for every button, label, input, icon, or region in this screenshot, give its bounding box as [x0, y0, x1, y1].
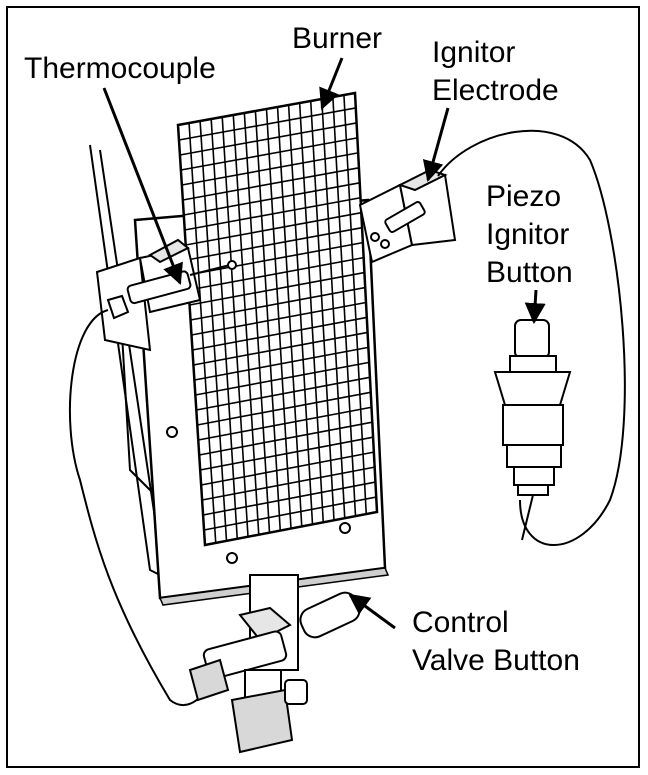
grid-line [193, 331, 368, 366]
grid-line [195, 361, 370, 396]
ignitor-electrode-label-line1: Ignitor [432, 36, 516, 69]
grid-line [190, 286, 366, 321]
grid-line [179, 122, 357, 156]
grid-line [196, 376, 371, 411]
grid-line [186, 226, 363, 261]
piezo-label-line1: Piezo [486, 180, 562, 213]
grid-line [187, 241, 364, 276]
grid-line [201, 466, 375, 501]
grid-line [191, 301, 367, 336]
grid-line [181, 152, 359, 186]
control-valve-assembly [188, 574, 361, 754]
control-valve-label-line1: Control [412, 606, 509, 639]
burner-label: Burner [292, 22, 383, 55]
thermocouple-assembly [68, 238, 237, 706]
burner-screen [176, 91, 379, 547]
grid-line [183, 181, 360, 216]
grid-line [198, 406, 372, 441]
grid-line [197, 391, 371, 426]
grid-line [184, 196, 361, 231]
grid-line [178, 107, 356, 141]
ignitor-electrode-label-line2: Electrode [432, 74, 559, 107]
leader-arrows [102, 57, 546, 630]
piezo-ignitor-button [493, 319, 572, 541]
grid-line [202, 481, 376, 516]
grid-line [200, 451, 375, 486]
grid-line [180, 137, 358, 171]
piezo-label-line2: Ignitor [486, 218, 570, 251]
grid-line [200, 436, 374, 471]
control-valve-label-line2: Valve Button [412, 644, 580, 677]
grid-line [194, 346, 369, 381]
grid-line [203, 496, 377, 531]
grid-line [185, 211, 362, 246]
grid-line [182, 167, 360, 201]
grid-line [192, 316, 367, 351]
grid-line [188, 256, 364, 291]
grid-line [199, 421, 373, 456]
thermocouple-label: Thermocouple [24, 52, 216, 85]
grid-line [189, 271, 365, 306]
piezo-label-line3: Button [486, 256, 573, 289]
